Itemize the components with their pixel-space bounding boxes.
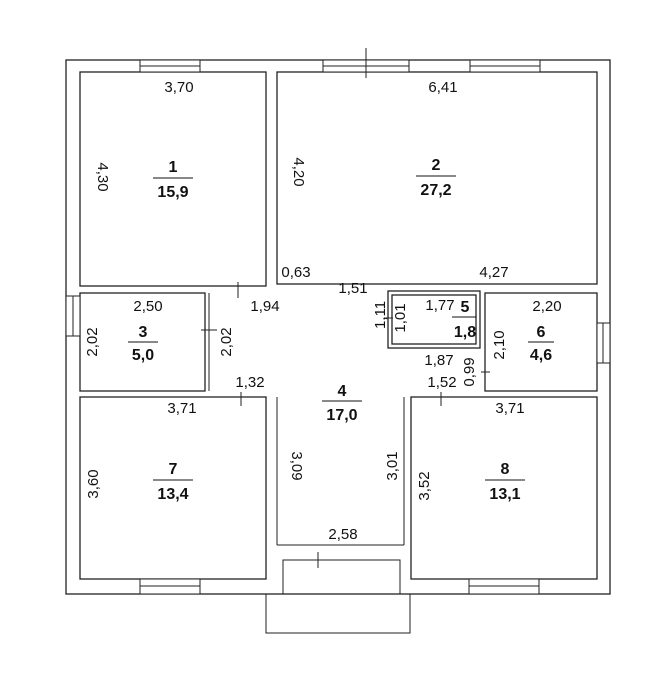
dim-room-5-width: 1,77 [425,297,454,314]
dim-room-8-height: 3,52 [416,471,433,500]
dim-room-6-width: 2,20 [532,298,561,315]
dim-room-1-width: 3,70 [164,79,193,96]
room-8-area: 13,1 [489,486,520,503]
dim-room-3-height-left: 2,02 [84,327,101,356]
dim-room-3-height-right: 2,02 [218,327,235,356]
window-room-1 [139,59,201,73]
room-3-area: 5,0 [132,347,154,364]
window-room-2-left [322,48,410,78]
room-6-number: 6 [537,324,546,341]
room-5-number: 5 [461,299,470,316]
room-6-area: 4,6 [530,347,552,364]
window-room-6 [596,322,611,364]
dim-entry-width: 2,58 [328,526,357,543]
dim-room-2-height: 4,20 [290,157,307,186]
dim-room-7-height: 3,60 [85,469,102,498]
dim-room-1-height: 4,30 [94,162,111,191]
dim-hall-1-94: 1,94 [250,298,279,315]
room-7 [79,396,267,580]
dim-room-7-width: 3,71 [167,400,196,417]
room-1-number: 1 [169,159,178,176]
room-7-number: 7 [169,461,178,478]
room-2 [276,71,598,285]
window-room-3 [65,295,81,337]
dim-hall-1-51: 1,51 [338,280,367,297]
room-1 [79,71,267,287]
window-room-8 [468,578,540,595]
room-2-number: 2 [432,157,441,174]
room-2-area: 27,2 [420,182,451,199]
dim-room-5-1-11: 1,11 [372,301,389,329]
room-8-number: 8 [501,461,510,478]
window-room-7 [139,578,201,595]
dim-room-5-1-01: 1,01 [392,303,409,332]
entry-door [282,559,401,595]
room-4-number: 4 [338,383,347,400]
room-1-area: 15,9 [157,184,188,201]
room-4-area: 17,0 [326,407,357,424]
dim-hall-1-52: 1,52 [427,374,456,391]
dim-room-4-3-01: 3,01 [384,451,401,480]
hall-partition [208,293,486,546]
dim-hall-0-99: 0,99 [461,357,478,386]
porch-outline [265,594,411,634]
dim-hall-1-32: 1,32 [235,374,264,391]
dim-room-4-3-09: 3,09 [288,451,305,480]
room-7-area: 13,4 [157,486,188,503]
room-5-inner [391,294,477,345]
room-3-number: 3 [139,324,148,341]
room-5-area: 1,8 [454,324,476,341]
dim-hall-4-27: 4,27 [479,264,508,281]
dim-hall-0-63: 0,63 [281,264,310,281]
window-room-2-right [469,59,541,73]
room-8 [410,396,598,580]
dim-hall-1-87: 1,87 [424,352,453,369]
dim-room-8-width: 3,71 [495,400,524,417]
dim-room-6-height: 2,10 [491,330,508,359]
dim-room-3-width: 2,50 [133,298,162,315]
dim-room-2-width: 6,41 [428,79,457,96]
